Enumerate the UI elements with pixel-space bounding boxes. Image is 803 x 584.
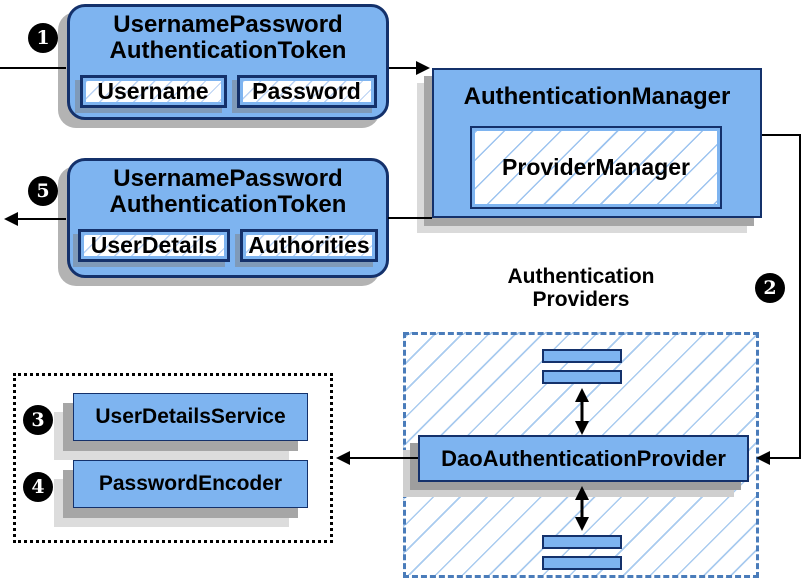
userdetails-field-box: UserDetails xyxy=(78,229,230,262)
authentication-providers-label-line1: Authentication xyxy=(507,265,655,288)
request-token-box: UsernamePassword AuthenticationToken Use… xyxy=(67,4,389,120)
step-5-badge: 5 xyxy=(28,176,58,206)
provider-manager-box: ProviderManager xyxy=(470,126,722,209)
password-field-box: Password xyxy=(236,75,377,108)
request-token-title-line1: UsernamePassword xyxy=(113,11,343,38)
authentication-manager-title: AuthenticationManager xyxy=(463,83,731,110)
provider-placeholder-bar-top-2 xyxy=(542,370,622,384)
request-token-title: UsernamePassword AuthenticationToken xyxy=(110,12,347,64)
arrow-response-token-out xyxy=(4,212,66,226)
arrow-token-to-manager xyxy=(389,61,430,75)
request-token-fields: Username Password xyxy=(79,75,377,108)
password-encoder-box: PasswordEncoder xyxy=(73,460,308,508)
authentication-providers-label: Authentication Providers xyxy=(430,265,732,311)
services-region xyxy=(13,373,333,543)
dao-authentication-provider-box: DaoAuthenticationProvider xyxy=(418,435,749,482)
response-token-title-line1: UsernamePassword xyxy=(113,165,343,192)
authentication-manager-box: AuthenticationManager ProviderManager xyxy=(432,68,762,218)
username-field-box: Username xyxy=(79,75,227,108)
response-token-title-line2: AuthenticationToken xyxy=(109,191,347,218)
request-token-title-line2: AuthenticationToken xyxy=(109,37,347,64)
authentication-providers-label-line2: Providers xyxy=(532,288,630,311)
provider-placeholder-bar-bottom-1 xyxy=(542,535,622,549)
response-token-box: UsernamePassword AuthenticationToken Use… xyxy=(67,158,389,278)
response-token-title: UsernamePassword AuthenticationToken xyxy=(110,166,347,218)
step-4-badge: 4 xyxy=(23,472,53,502)
provider-placeholder-bar-bottom-2 xyxy=(542,556,622,570)
step-2-badge: 2 xyxy=(755,273,785,303)
user-details-service-box: UserDetailsService xyxy=(73,393,308,441)
step-3-badge: 3 xyxy=(23,405,53,435)
provider-placeholder-bar-top-1 xyxy=(542,349,622,363)
authorities-field-box: Authorities xyxy=(240,229,378,262)
step-1-badge: 1 xyxy=(28,23,58,53)
response-token-fields: UserDetails Authorities xyxy=(78,229,378,262)
